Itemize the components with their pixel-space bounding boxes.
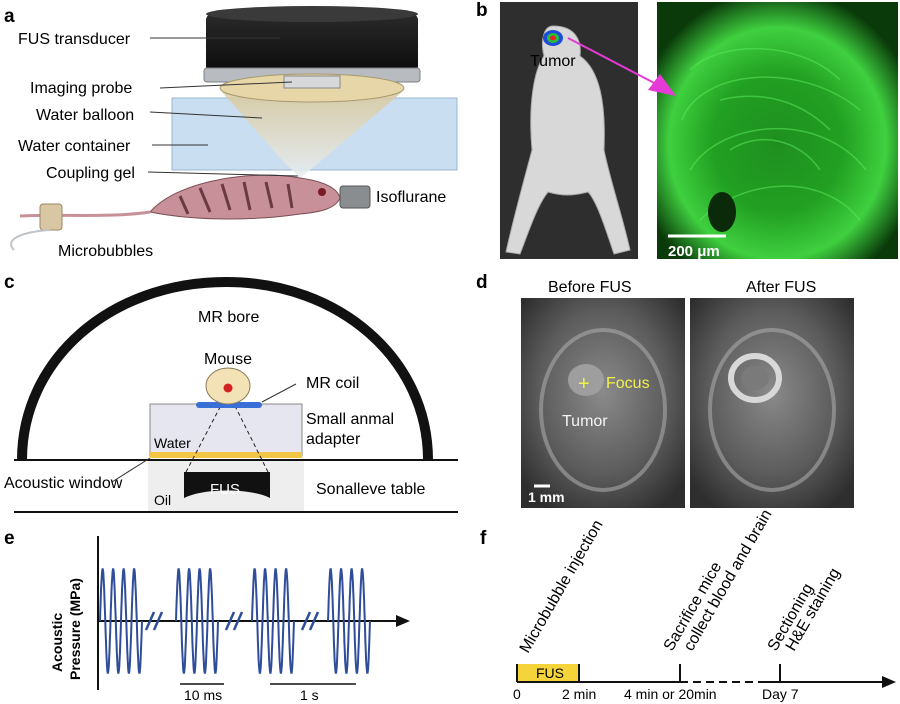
timeline-arrow bbox=[882, 676, 896, 688]
label-acoustic-window: Acoustic window bbox=[4, 475, 123, 492]
label-sonalleve-table: Sonalleve table bbox=[316, 481, 426, 498]
pressure-burst-3 bbox=[251, 568, 295, 674]
label-before-fus: Before FUS bbox=[548, 279, 632, 296]
tumor-after-core bbox=[741, 366, 769, 390]
mri-before bbox=[521, 298, 685, 508]
label-adapter-2: adapter bbox=[306, 431, 361, 448]
label-mr-bore: MR bore bbox=[198, 309, 259, 326]
mri-after bbox=[690, 298, 854, 508]
fus-transducer-c bbox=[184, 472, 270, 498]
label-focus: Focus bbox=[606, 375, 650, 392]
coil-leader bbox=[261, 383, 297, 403]
tick-label-day7: Day 7 bbox=[762, 686, 799, 702]
label-1s: 1 s bbox=[300, 687, 319, 703]
label-water-c: Water bbox=[154, 435, 191, 451]
tumor-before bbox=[568, 364, 604, 396]
event-sacrifice-2: collect blood and brain bbox=[681, 507, 776, 654]
mr-coil bbox=[196, 402, 262, 408]
label-water-container: Water container bbox=[18, 138, 131, 155]
label-imaging-probe: Imaging probe bbox=[30, 80, 132, 97]
acoustic-window-strip bbox=[150, 452, 302, 458]
ylabel-e-line2: Pressure (MPa) bbox=[67, 578, 83, 680]
label-fus-transducer: FUS transducer bbox=[18, 31, 131, 48]
panel-letter-e: e bbox=[4, 528, 15, 549]
panel-e: e Acoustic Pressure (MPa) 10 ms 1 s bbox=[4, 528, 410, 703]
scale-label-b: 200 μm bbox=[668, 243, 720, 260]
label-microbubbles: Microbubbles bbox=[58, 243, 153, 260]
panel-f: f FUS 0 2 min 4 min or 20min Day 7 Micro… bbox=[480, 507, 896, 702]
pressure-burst-1 bbox=[99, 568, 143, 674]
label-water-balloon: Water balloon bbox=[36, 107, 134, 124]
fluorescence-image bbox=[657, 2, 898, 259]
label-tumor-b: Tumor bbox=[530, 53, 576, 70]
tumor-bioluminescence-core bbox=[550, 35, 556, 41]
label-isoflurane: Isoflurane bbox=[376, 189, 446, 206]
label-coupling-gel: Coupling gel bbox=[46, 165, 135, 182]
panel-b: b Tumor 200 μm bbox=[476, 0, 898, 260]
panel-letter-f: f bbox=[480, 528, 487, 549]
panel-d: d Before FUS After FUS + Focus Tumor 1 m… bbox=[476, 272, 854, 508]
fluorescence-dark-region bbox=[708, 192, 736, 232]
fus-transducer-top bbox=[206, 6, 418, 22]
label-mr-coil: MR coil bbox=[306, 375, 359, 392]
mouse-photo-body bbox=[505, 25, 631, 255]
pressure-burst-2 bbox=[175, 568, 219, 674]
fus-bar bbox=[517, 664, 579, 682]
focus-lines-c bbox=[185, 391, 269, 473]
ultrasound-cone bbox=[222, 92, 402, 178]
magnify-arrow-line bbox=[567, 37, 661, 87]
tumor-after-enhanced bbox=[728, 353, 782, 403]
label-fus-c: FUS bbox=[210, 481, 240, 498]
mri-texture bbox=[539, 328, 836, 492]
tick-label-4min: 4 min or 20min bbox=[624, 686, 717, 702]
fus-transducer-body bbox=[206, 14, 418, 72]
pressure-waveforms bbox=[99, 568, 371, 674]
label-after-fus: After FUS bbox=[746, 279, 816, 296]
mouse-eye bbox=[318, 188, 326, 196]
panel-letter-c: c bbox=[4, 272, 15, 293]
mouse-target bbox=[223, 383, 233, 393]
label-fus-f: FUS bbox=[536, 665, 564, 681]
event-injection: Microbubble injection bbox=[517, 517, 607, 656]
tick-label-0: 0 bbox=[513, 686, 521, 702]
axis-breaks bbox=[144, 611, 320, 631]
ylabel-e-line1: Acoustic bbox=[49, 613, 65, 672]
isoflurane-nosecone bbox=[339, 185, 371, 209]
mr-bore-arc bbox=[17, 276, 433, 461]
panel-letter-b: b bbox=[476, 0, 488, 21]
scale-label-d: 1 mm bbox=[528, 489, 565, 505]
panel-letter-a: a bbox=[4, 6, 15, 27]
panel-a-leaders bbox=[147, 37, 299, 177]
imaging-probe bbox=[283, 75, 341, 89]
timeline-ticks bbox=[516, 664, 781, 682]
label-oil: Oil bbox=[154, 492, 171, 508]
panel-letter-d: d bbox=[476, 272, 488, 293]
fluorescence-texture bbox=[681, 47, 867, 221]
panel-c: c MR bore FUS Mouse MR coil Small anmal … bbox=[4, 272, 458, 513]
magnify-arrow-head bbox=[648, 74, 676, 96]
pressure-burst-4 bbox=[327, 568, 371, 674]
label-10ms: 10 ms bbox=[184, 687, 222, 703]
mouse-body bbox=[149, 174, 341, 220]
mouse-stripes bbox=[178, 181, 294, 215]
tick-label-2min: 2 min bbox=[562, 686, 596, 702]
catheter-line bbox=[10, 229, 51, 251]
panel-a: a FUS transducer Imaging probe bbox=[4, 6, 458, 260]
microbubble-catheter bbox=[39, 203, 63, 231]
window-leader bbox=[111, 457, 151, 483]
axis-e-arrow bbox=[396, 615, 410, 627]
mouse-tail bbox=[19, 210, 151, 218]
label-adapter-1: Small anmal bbox=[306, 411, 394, 428]
focus-marker: + bbox=[578, 373, 590, 395]
label-mouse: Mouse bbox=[204, 351, 252, 368]
label-tumor-d: Tumor bbox=[562, 413, 608, 430]
